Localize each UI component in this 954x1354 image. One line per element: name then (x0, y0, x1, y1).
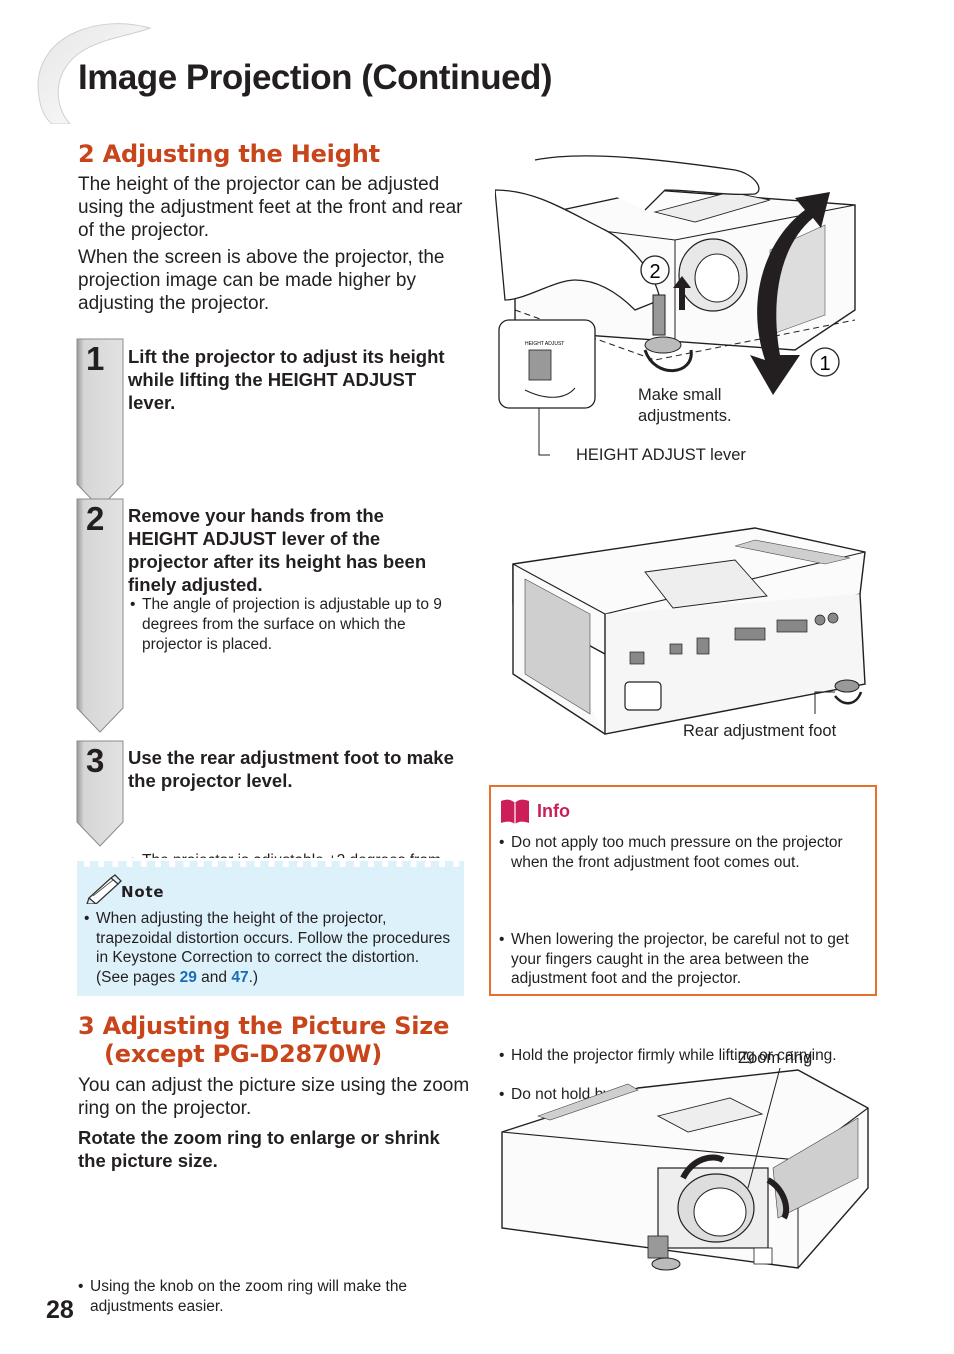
make-small-label-2: adjustments. (638, 407, 732, 425)
note-border-dot (396, 861, 403, 867)
header-swoosh (37, 23, 152, 124)
note-border-dot (424, 861, 431, 867)
step-number-2: 2 (86, 500, 105, 537)
step-number-3: 3 (86, 742, 105, 779)
note-border-dot (84, 861, 90, 867)
note-border-dot (268, 861, 275, 867)
note-border-dot (297, 861, 303, 867)
note-border-dot (183, 861, 190, 867)
info-box: Info Do not apply too much pressure on t… (489, 785, 877, 1104)
note-border-dot (453, 861, 460, 867)
note-text-after: .) (248, 968, 259, 986)
zoom-paragraph: You can adjust the picture size using th… (78, 1075, 470, 1119)
zoom-ring-label: Zoom ring (738, 1049, 813, 1067)
note-border-dot (155, 861, 161, 867)
step-3-instruction: Use the rear adjustment foot to make the… (128, 747, 454, 791)
note-border-dot (226, 861, 232, 867)
note-border-pattern (77, 858, 464, 867)
note-border-dot (311, 861, 318, 867)
note-box: Note When adjusting the height of the pr… (77, 858, 464, 996)
arrow-up-icon (673, 276, 691, 310)
step-tab-3 (76, 740, 124, 847)
step-tab-2 (76, 498, 124, 733)
info-item-2: When lowering the projector, be careful … (499, 930, 864, 989)
note-border-dot (339, 861, 346, 867)
zoom-bullet: Using the knob on the zoom ring will mak… (78, 1277, 458, 1317)
info-item-3: Hold the projector firmly while lifting … (499, 1046, 871, 1066)
zoom-ring-illustration (501, 1068, 869, 1271)
note-border-dot (240, 861, 247, 867)
note-border-dot (382, 861, 389, 867)
height-adjust-lever-label: HEIGHT ADJUST lever (576, 446, 746, 464)
callout-2: 2 (649, 261, 660, 283)
note-border-dot (254, 861, 261, 867)
note-text: When adjusting the height of the project… (84, 909, 456, 987)
note-border-dot (325, 861, 332, 867)
step-2-bullet: The angle of projection is adjustable up… (130, 595, 465, 655)
note-border-dot (169, 861, 176, 867)
note-border-dot (368, 861, 374, 867)
section-heading-zoom-line1: 3 Adjusting the Picture Size (78, 1012, 450, 1040)
step-2-instruction: Remove your hands from the HEIGHT ADJUST… (128, 505, 427, 595)
note-page-link-47[interactable]: 47 (231, 968, 249, 986)
zoom-instruction: Rotate the zoom ring to enlarge or shrin… (78, 1127, 440, 1171)
note-page-link-29[interactable]: 29 (179, 968, 197, 986)
section-heading-zoom-line2: (except PG-D2870W) (104, 1040, 383, 1068)
note-border-dot (112, 861, 119, 867)
note-border-dot (126, 861, 133, 867)
note-border-dot (282, 861, 289, 867)
step-number-1: 1 (86, 340, 105, 377)
note-label: Note (121, 883, 165, 901)
inset-label: HEIGHT ADJUST (525, 341, 564, 347)
step-tab-1 (76, 338, 124, 509)
note-text-and: and (196, 968, 232, 986)
callout-1: 1 (819, 353, 830, 375)
intro-paragraph-1: The height of the projector can be adjus… (78, 174, 463, 241)
info-book-icon (501, 799, 529, 824)
note-border-dot (439, 861, 445, 867)
note-pencil-icon (86, 874, 122, 904)
info-label: Info (537, 801, 570, 821)
intro-paragraph-2: When the screen is above the projector, … (78, 247, 445, 314)
section-heading-height: 2 Adjusting the Height (78, 140, 380, 168)
step-1-instruction: Lift the projector to adjust its height … (128, 346, 445, 413)
page-title: Image Projection (Continued) (78, 58, 553, 97)
rear-view-illustration (512, 527, 866, 735)
height-adjust-illustration: 2 1 HEIGHT ADJUST (495, 155, 856, 456)
make-small-label-1: Make small (638, 386, 722, 404)
note-border-dot (353, 861, 360, 867)
note-border-dot (98, 861, 105, 867)
note-border-dot (211, 861, 218, 867)
note-border-dot (410, 861, 417, 867)
note-text-before: When adjusting the height of the project… (96, 910, 451, 986)
info-item-1: Do not apply too much pressure on the pr… (499, 833, 864, 872)
note-border-dot (197, 861, 204, 867)
rear-adjustment-foot-label: Rear adjustment foot (683, 722, 837, 740)
note-border-dot (140, 861, 147, 867)
page-number: 28 (46, 1296, 74, 1324)
